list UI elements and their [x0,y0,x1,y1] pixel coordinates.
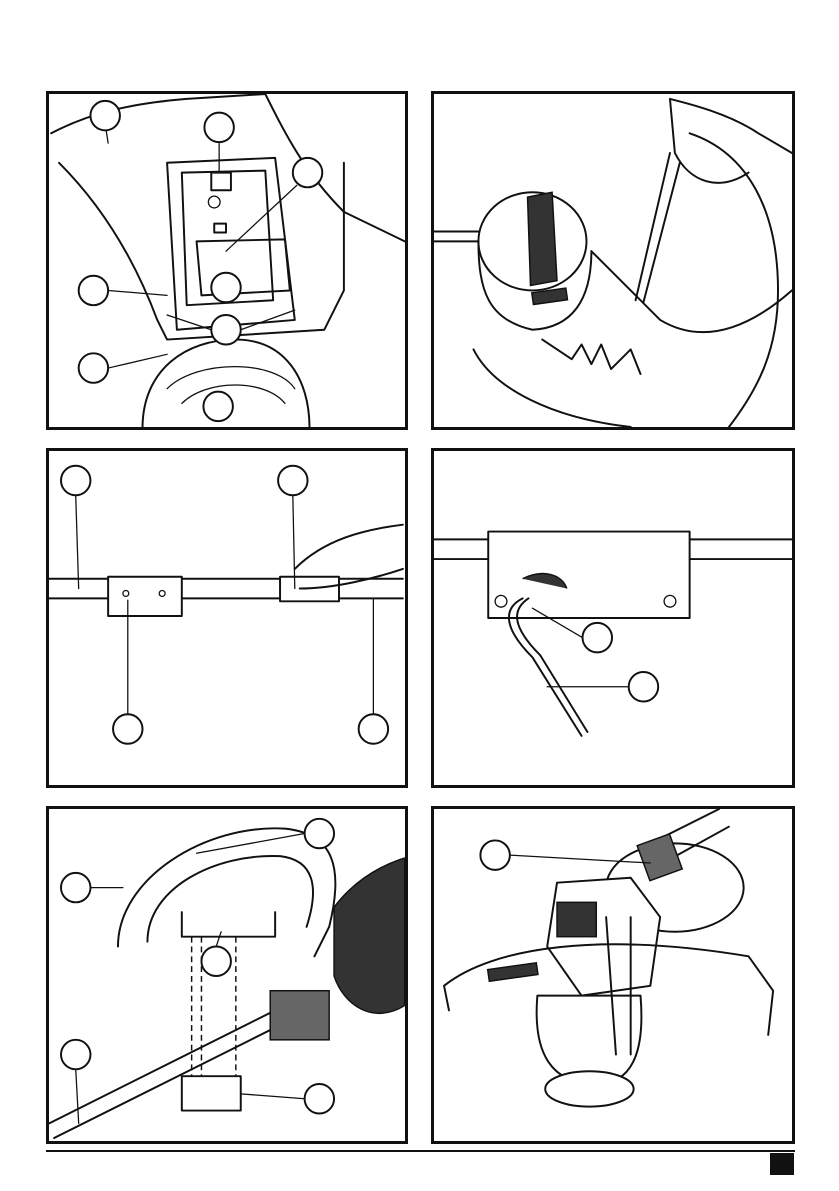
callout-circle [90,101,119,130]
callout-circle [278,466,307,495]
screwdriver-shaft-edge [643,163,679,302]
callout-circle [305,1084,334,1113]
screwdriver-shaft [636,153,670,300]
hand [670,99,792,183]
callout-circle [359,714,388,743]
footer-rule [46,1150,795,1152]
callout-circle [79,276,108,305]
figure-housing-top-view [46,91,408,430]
guard-label [488,963,538,982]
grip-ridge [528,192,557,285]
callout-leaders [532,608,628,687]
hex-key-illustration [434,451,792,785]
tube [434,232,483,242]
housing-shell [59,163,344,340]
callout-circle [61,1040,90,1069]
figure-trimmer-rotation [431,806,795,1144]
clamp-bottom [182,1076,241,1110]
handle-loop-inner [147,856,313,942]
guard-fins [542,340,640,374]
callout-circle [211,315,240,344]
callout-circle [61,873,90,902]
figure-tube-clamp [46,448,408,788]
figure-hex-key [431,448,795,788]
figure-aux-handle [46,806,408,1144]
screw-hole [208,196,220,208]
motor-housing [334,858,405,1013]
page-marker-label [770,1153,794,1175]
housing-top-view-illustration [49,94,405,427]
page-marker [770,1153,794,1175]
callout-circle [305,819,334,848]
callout-circle [61,466,90,495]
tube-clamp-illustration [49,451,405,785]
figure-screwdriver [431,91,795,430]
trimmer-rotation-illustration [434,809,792,1141]
callout-circle [629,672,658,701]
callout-circle [204,113,233,142]
latch-block [211,173,231,191]
callout-circle [113,714,142,743]
label-plate [557,902,596,936]
trigger-housing [270,991,329,1040]
callout-circle [201,947,230,976]
slot-tab [214,224,226,233]
callout-circle [79,353,108,382]
aux-handle-illustration [49,809,405,1141]
clamp-plate [488,532,689,618]
callout-circle [480,840,509,869]
guard-arc [690,133,778,427]
callout-circle [583,623,612,652]
callout-circle [203,392,232,421]
callout-circle [211,273,240,302]
clamp-left [108,577,182,616]
screwdriver-illustration [434,94,792,427]
collar [637,834,682,881]
spool [545,1071,633,1106]
tube [49,579,403,599]
clamp-top [182,912,275,937]
callout-leader [510,855,650,863]
callout-circle [293,158,322,187]
